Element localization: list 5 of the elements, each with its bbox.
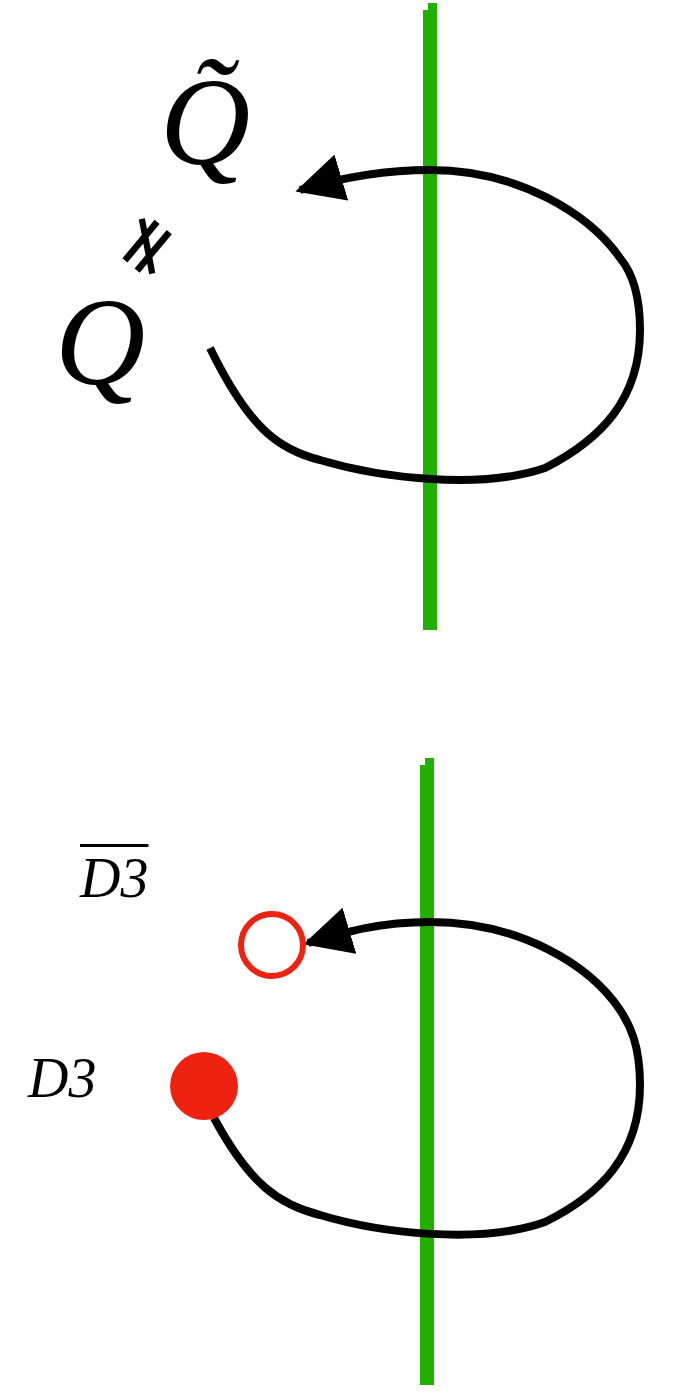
brane-label: D3 — [80, 850, 149, 906]
symbol-label: Q̃ — [160, 60, 251, 185]
brane-label: D3 — [28, 1050, 97, 1106]
curved-arrow — [206, 154, 644, 484]
curved-arrow — [210, 907, 644, 1239]
